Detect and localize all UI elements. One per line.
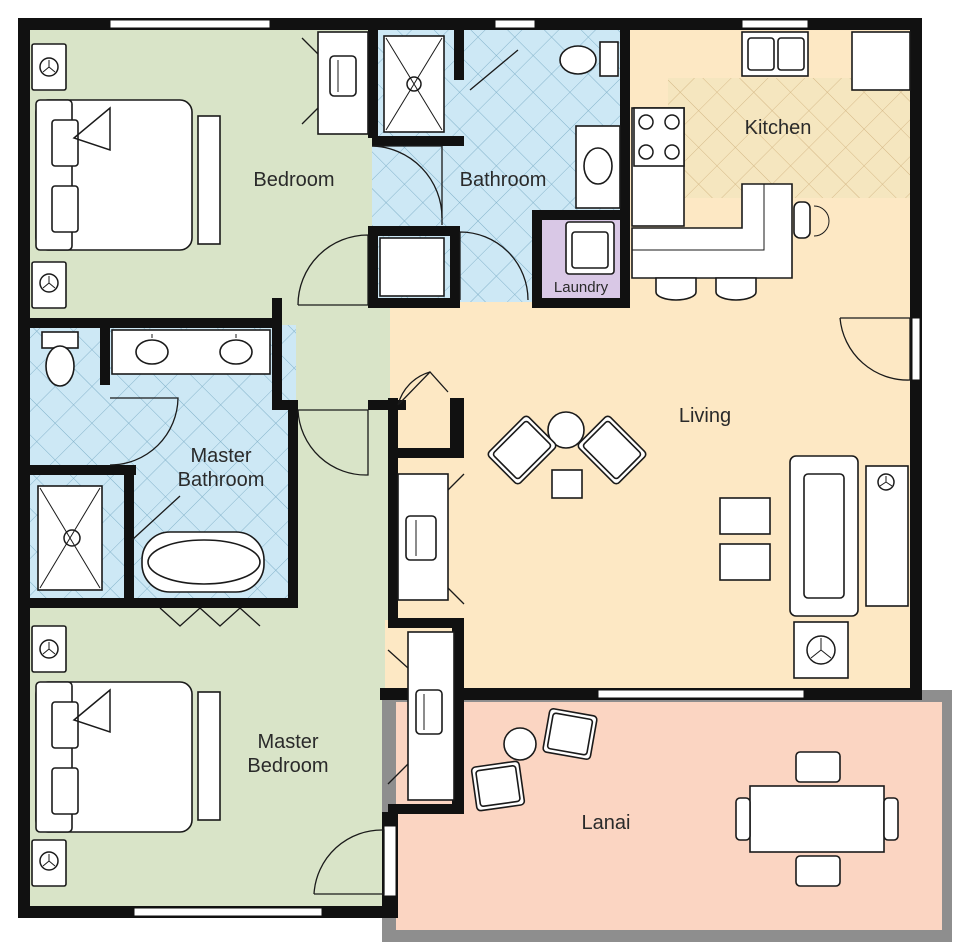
label-lanai: Lanai (582, 812, 631, 834)
doors (109, 49, 911, 895)
label-master-bedroom-line1: Master (257, 731, 318, 753)
hallway-floor (280, 295, 390, 625)
bedroom-furniture (31, 31, 369, 309)
windows (109, 19, 921, 917)
label-master-bedroom-line2: Bedroom (247, 755, 328, 777)
label-master-bathroom-line2: Bathroom (178, 469, 265, 491)
living-furniture (397, 411, 909, 679)
master-bedroom-furniture (31, 625, 455, 887)
kitchen-tile (668, 78, 910, 198)
lanai-furniture (470, 708, 899, 887)
label-living: Living (679, 405, 731, 427)
room-labels: Bedroom Bathroom Kitchen Laundry Living … (178, 117, 812, 834)
label-bedroom: Bedroom (253, 169, 334, 191)
label-kitchen: Kitchen (745, 117, 812, 139)
label-master-bathroom-line1: Master (190, 445, 251, 467)
bathroom-furniture (379, 35, 621, 297)
kitchen-furniture (631, 31, 911, 301)
master-bathroom-furniture (37, 329, 271, 593)
label-bathroom: Bathroom (460, 169, 547, 191)
label-laundry: Laundry (554, 279, 609, 296)
